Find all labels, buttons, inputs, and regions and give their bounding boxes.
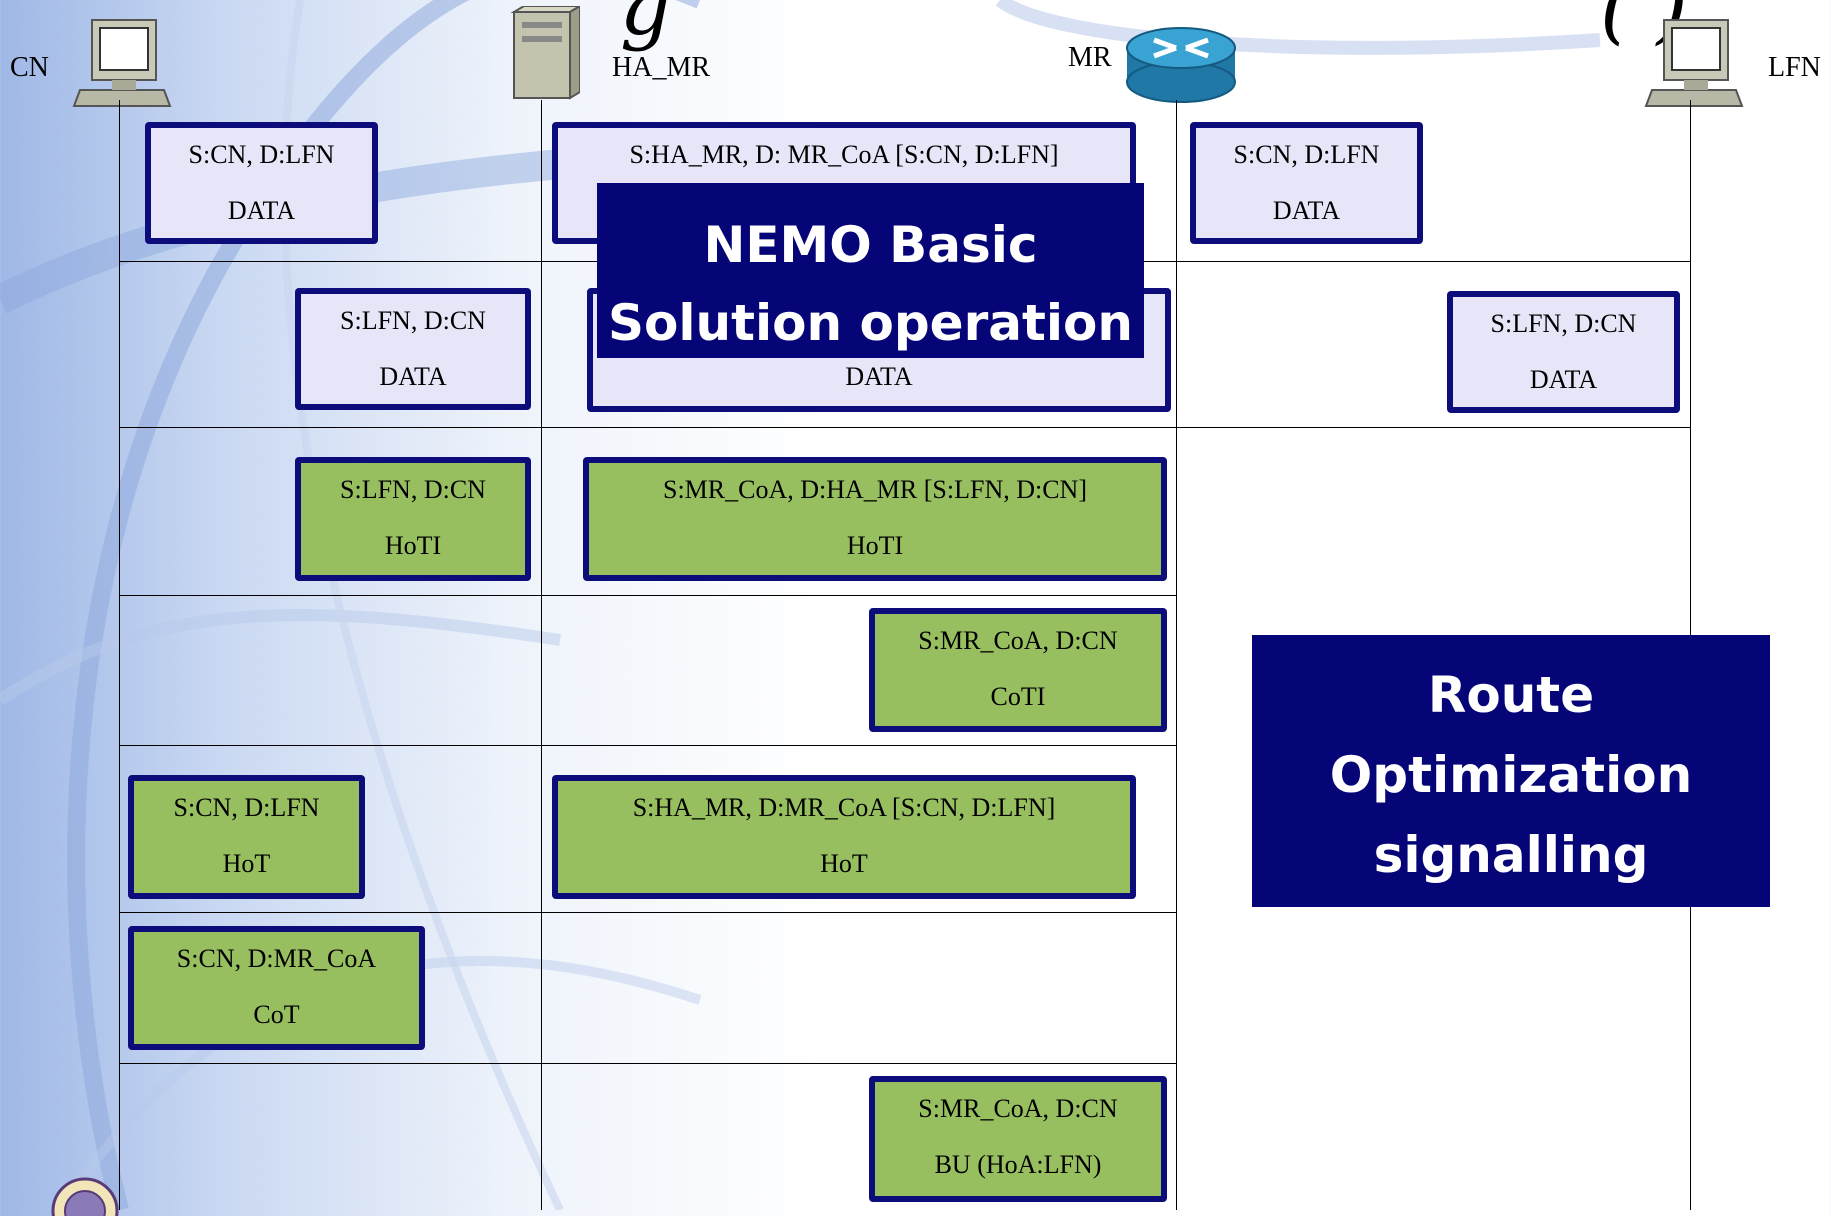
message-type: DATA <box>1529 365 1598 394</box>
banner-line: NEMO Basic <box>703 216 1038 274</box>
message-type: CoTI <box>990 682 1046 711</box>
message-box: S:MR_CoA, D:HA_MR [S:LFN, D:CN] HoTI <box>583 457 1167 581</box>
message-type: DATA <box>1272 196 1341 225</box>
separator <box>119 1063 1177 1064</box>
message-header: S:LFN, D:CN <box>340 306 486 335</box>
message-header: S:CN, D:MR_CoA <box>176 944 377 973</box>
message-type: HoTI <box>384 531 442 560</box>
separator <box>119 595 1177 596</box>
router-icon <box>1126 27 1236 103</box>
separator <box>119 745 1177 746</box>
message-type: HoT <box>820 849 868 878</box>
message-box: S:MR_CoA, D:CN BU (HoA:LFN) <box>869 1076 1167 1202</box>
lifeline-cn <box>119 100 120 1210</box>
message-type: DATA <box>227 196 296 225</box>
banner-line: Optimization <box>1329 746 1693 804</box>
server-icon <box>510 6 580 100</box>
title-fragment-left: g <box>620 0 672 53</box>
university-seal-icon <box>51 1177 119 1216</box>
message-header: S:HA_MR, D:MR_CoA [S:CN, D:LFN] <box>632 793 1056 822</box>
banner-line: Route <box>1427 666 1595 724</box>
separator <box>119 912 1177 913</box>
message-box: S:HA_MR, D:MR_CoA [S:CN, D:LFN] HoT <box>552 775 1136 899</box>
message-box: S:LFN, D:CN DATA <box>1447 291 1680 413</box>
message-header: S:LFN, D:CN <box>340 475 486 504</box>
message-box: S:CN, D:LFN DATA <box>1190 122 1423 244</box>
message-header: S:MR_CoA, D:CN <box>918 1094 1118 1123</box>
lifeline-mr <box>1176 100 1177 1210</box>
message-header: S:HA_MR, D: MR_CoA [S:CN, D:LFN] <box>629 140 1059 169</box>
message-header: S:LFN, D:CN <box>1490 309 1637 338</box>
nemo-basic-banner: NEMO Basic Solution operation <box>597 183 1144 358</box>
message-type: BU (HoA:LFN) <box>934 1150 1102 1179</box>
message-type: CoT <box>253 1000 300 1029</box>
message-header: S:CN, D:LFN <box>1233 140 1380 169</box>
banner-line: signalling <box>1373 826 1649 884</box>
message-box: S:MR_CoA, D:CN CoTI <box>869 608 1167 732</box>
route-optimization-banner: Route Optimization signalling <box>1252 635 1770 907</box>
message-box: S:LFN, D:CN DATA <box>295 288 531 410</box>
message-box: S:CN, D:LFN HoT <box>128 775 365 899</box>
message-type: HoT <box>222 849 271 878</box>
message-header: S:MR_CoA, D:HA_MR [S:LFN, D:CN] <box>662 475 1087 504</box>
computer-icon <box>72 19 172 107</box>
node-label-lfn: LFN <box>1768 52 1821 83</box>
message-header: S:MR_CoA, D:CN <box>918 626 1118 655</box>
node-label-ha-mr: HA_MR <box>612 52 711 83</box>
lifeline-ha-mr <box>541 100 542 1210</box>
separator <box>119 427 1691 428</box>
message-type: DATA <box>845 362 913 391</box>
banner-line: Solution operation <box>608 294 1133 352</box>
node-label-cn: CN <box>10 52 49 83</box>
message-box: S:CN, D:LFN DATA <box>145 122 378 244</box>
message-box: S:CN, D:MR_CoA CoT <box>128 926 425 1050</box>
message-header: S:CN, D:LFN <box>173 793 320 822</box>
computer-icon <box>1644 19 1744 107</box>
message-type: DATA <box>379 362 447 391</box>
message-type: HoTI <box>846 531 904 560</box>
node-label-mr: MR <box>1068 42 1112 73</box>
message-header: S:CN, D:LFN <box>188 140 335 169</box>
message-box: S:LFN, D:CN HoTI <box>295 457 531 581</box>
